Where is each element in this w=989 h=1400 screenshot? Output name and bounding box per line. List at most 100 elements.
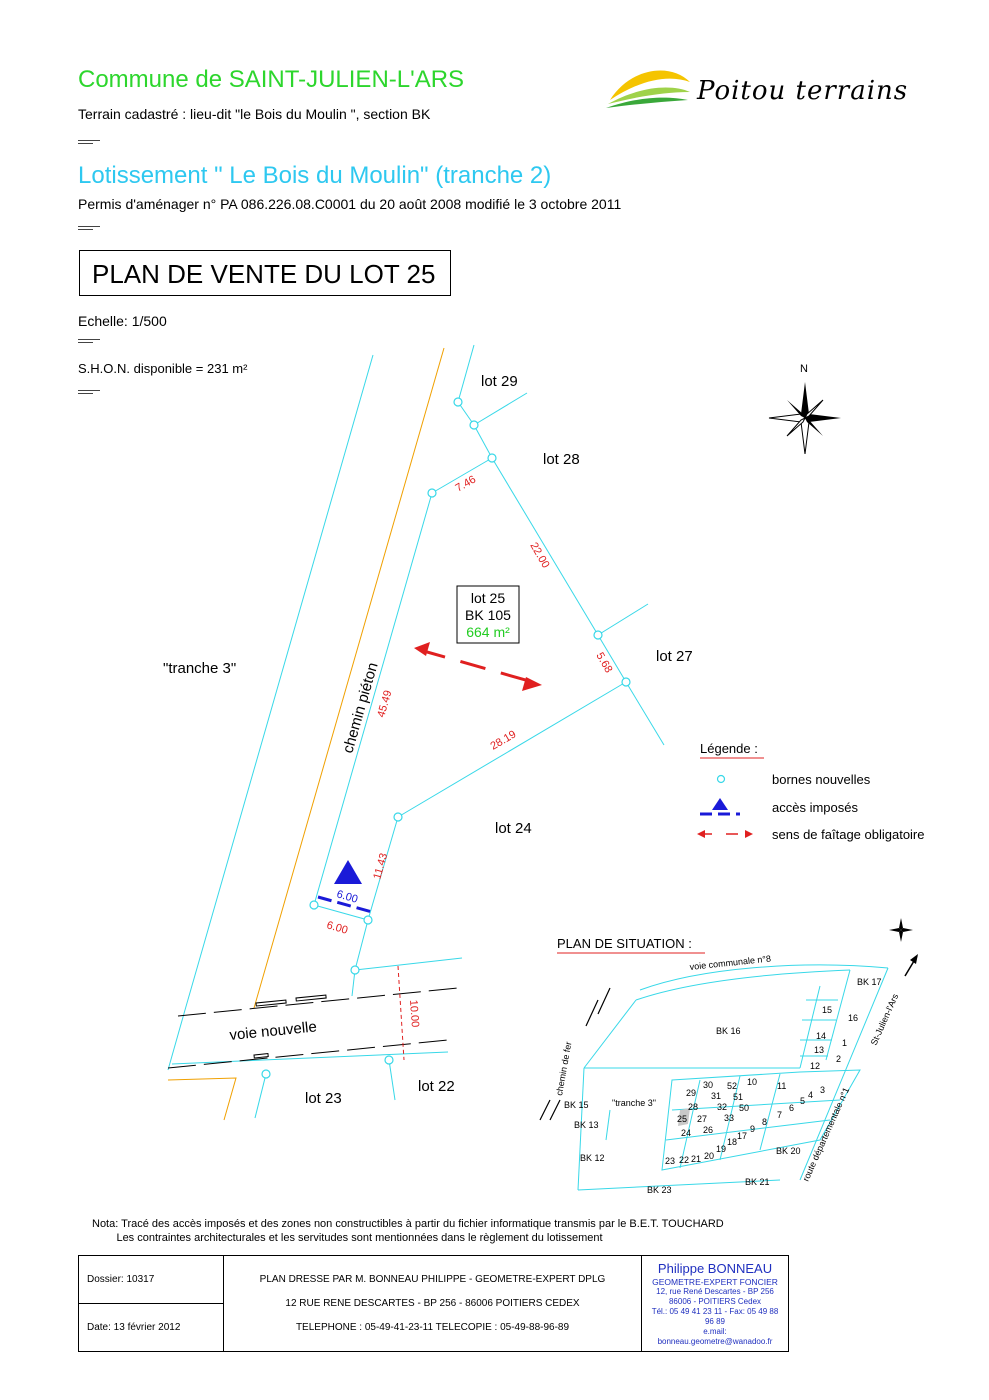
parcel-label: BK 17 [857,977,882,987]
tranche-3-label: "tranche 3" [163,660,236,677]
situation-lot-number: 30 [703,1080,713,1090]
phone: TELEPHONE : 05-49-41-23-11 TELECOPIE : 0… [295,1321,570,1333]
plot-lines [167,344,665,1119]
separator-mark [78,388,100,396]
parcel-label: BK 20 [776,1146,801,1156]
dim-10-00: 10.00 [407,999,421,1027]
commune-title: Commune de SAINT-JULIEN-L'ARS [78,66,465,93]
dim-5-68: 5.68 [593,651,614,676]
road-markers [253,994,327,1059]
dim-11-43: 11.43 [371,852,390,881]
legend-title: Légende : [700,741,758,756]
situation-lot-number: 51 [733,1092,743,1102]
parcel-label: BK 16 [716,1026,741,1036]
parcel-label: BK 23 [647,1185,672,1195]
dossier-cell: Dossier: 10317 [78,1255,224,1304]
situation-lot-number: 9 [750,1124,755,1134]
lot-22-label: lot 22 [418,1078,455,1095]
logo-icon [606,70,690,108]
legend: Légende : bornes nouvelles accès imposés… [697,741,925,842]
compass-icon [768,382,841,455]
bonneau-addr1: 12, rue René Descartes - BP 256 [656,1286,774,1296]
boundary-line [253,347,445,1009]
bonneau-addr2: 86006 - POITIERS Cedex [668,1296,762,1306]
st-julien-label: St-Julien-l'Ars [869,992,901,1047]
situation-lot-number: 14 [816,1031,826,1041]
borne-legend-icon [716,774,726,784]
parcel-label: BK 15 [564,1100,589,1110]
situation-lot-number: 5 [800,1096,805,1106]
situation-lot-number: 4 [808,1090,813,1100]
situation-lot-number: 16 [848,1013,858,1023]
situation-lot-number: 6 [789,1103,794,1113]
situation-lot-number: 31 [711,1091,721,1101]
situation-lot-number: 18 [727,1137,737,1147]
dimension-line [397,965,405,1061]
access-icon [317,860,373,914]
legend-bornes: bornes nouvelles [772,772,871,787]
road-edges [167,987,459,1069]
nota-text: Nota: Tracé des accès imposés et des zon… [92,1218,724,1244]
situation-lot-number: 7 [777,1110,782,1120]
bonneau-name: Philippe BONNEAU [657,1260,773,1276]
plan-by-cell: PLAN DRESSE PAR M. BONNEAU PHILIPPE - GE… [223,1255,642,1352]
situation-tranche-3: "tranche 3" [612,1098,656,1108]
bonneau-mail: e.mail: bonneau.geometre@wanadoo.fr [657,1326,773,1346]
direction-arrow-icon [910,954,918,964]
situation-lot-number: 15 [822,1005,832,1015]
situation-lot-number: 10 [747,1077,757,1087]
lot-28-label: lot 28 [543,451,580,468]
situation-plan: PLAN DE SITUATION : [539,918,918,1195]
title-block: Dossier: 10317 PLAN DRESSE PAR M. BONNEA… [78,1255,789,1352]
parcel-label: BK 13 [574,1120,599,1130]
bonneau-title: GEOMETRE-EXPERT FONCIER [652,1276,778,1287]
legend-acces: accès imposés [772,800,858,815]
situation-title: PLAN DE SITUATION : [557,936,692,951]
bonneau-tel: Tél.: 05 49 41 23 11 - Fax: 05 49 88 96 … [651,1306,779,1326]
separator-mark [78,337,100,345]
separator-mark [78,138,100,146]
lot-23-label: lot 23 [305,1090,342,1107]
situation-lot-number: 19 [716,1144,726,1154]
shon-text: S.H.O.N. disponible = 231 m² [78,361,248,376]
parcel-label: BK 12 [580,1153,605,1163]
permis-text: Permis d'aménager n° PA 086.226.08.C0001… [78,196,622,212]
situation-lot-number: 8 [762,1117,767,1127]
boundary-line [167,1077,237,1121]
dim-7-46: 7.46 [454,473,479,494]
ridge-direction-arrow [414,642,542,691]
arrow-right-icon [745,830,753,838]
situation-lot-number: 33 [724,1113,734,1123]
chemin-fer-label: chemin de fer [554,1041,573,1096]
parcel-label: BK 21 [745,1177,770,1187]
dim-22-00: 22.00 [527,541,551,571]
plan-title: PLAN DE VENTE DU LOT 25 [79,250,451,296]
separator-mark [78,224,100,232]
date-cell: Date: 13 février 2012 [78,1303,224,1352]
situation-lot-number: 24 [681,1128,691,1138]
situation-lot-number: 20 [704,1151,714,1161]
legend-faitage: sens de faîtage obligatoire [772,827,925,842]
situation-lot-number: 3 [820,1085,825,1095]
small-compass-icon [889,918,913,942]
situation-lot-number: 52 [727,1081,737,1091]
situation-lot-number: 1 [842,1038,847,1048]
lotissement-title: Lotissement " Le Bois du Moulin" (tranch… [78,162,552,189]
bornes [261,397,631,1079]
cadastre-subtitle: Terrain cadastré : lieu-dit "le Bois du … [78,106,431,122]
situation-lot-number: 32 [717,1102,727,1112]
access-legend-icon [712,798,728,810]
lot-27-label: lot 27 [656,648,693,665]
plan-by: PLAN DRESSE PAR M. BONNEAU PHILIPPE - GE… [259,1273,606,1285]
dim-45-49: 45.49 [375,689,394,719]
bonneau-stamp: Philippe BONNEAU GEOMETRE-EXPERT FONCIER… [641,1255,789,1352]
scale-text: Echelle: 1/500 [78,313,167,329]
situation-lot-number: 2 [836,1054,841,1064]
situation-lot-number: 11 [777,1081,786,1091]
situation-lot-number: 28 [688,1102,698,1112]
voie-nouvelle-label: voie nouvelle [229,1018,318,1044]
situation-lot-number: 21 [691,1154,701,1164]
lot-25-highlight [678,1108,690,1126]
situation-lot-number: 50 [739,1103,749,1113]
